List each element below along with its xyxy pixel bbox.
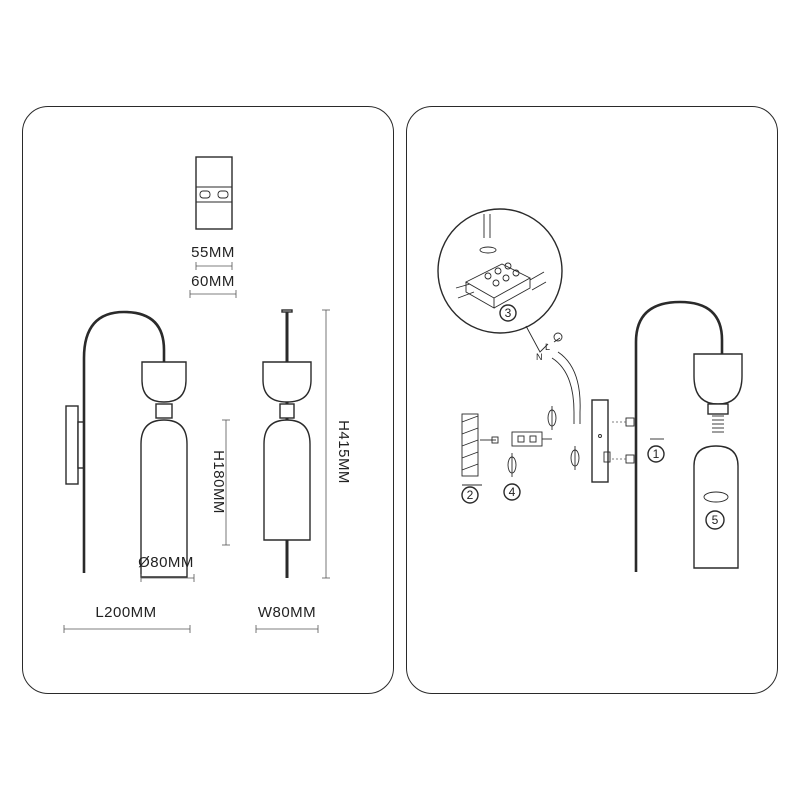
lamp-assembly: [634, 300, 743, 572]
step-3-label: 3: [505, 306, 512, 320]
total-height-label: H415MM: [335, 420, 352, 484]
width-dimension-line: [255, 625, 319, 633]
length-dimension-line: [63, 625, 191, 633]
length-label: L200MM: [95, 604, 156, 621]
step-2-label: 2: [467, 488, 474, 502]
screwdriver-rotate-icon: [570, 446, 580, 470]
supply-wires: L N: [536, 332, 581, 424]
step-2-marker: 2: [461, 484, 482, 504]
backplate-width-label: 55MM: [191, 244, 235, 261]
screwdriver-rotate-icon: [547, 406, 557, 430]
step-1-label: 1: [653, 447, 660, 461]
shade-diameter-dimension-line: [140, 574, 195, 582]
terminal-block-detail-circle: [437, 208, 563, 353]
svg-text:N: N: [536, 352, 543, 362]
step-4-marker: 4: [503, 483, 521, 501]
step-1-marker: 1: [647, 438, 665, 463]
lamp-front-view: [262, 309, 312, 578]
backplate-height-dimension-line: [189, 290, 237, 298]
width-label: W80MM: [258, 604, 316, 621]
shade-height-dimension-line: [222, 419, 230, 546]
backplate-width-dimension-line: [195, 262, 233, 270]
wall-section: [461, 413, 499, 477]
step-3-marker: 3: [499, 304, 517, 322]
lamp-side-view: [65, 310, 188, 578]
mounting-bracket: [511, 431, 552, 447]
step-5-label: 5: [712, 513, 719, 527]
total-height-dimension-line: [322, 309, 330, 579]
svg-text:L: L: [545, 342, 550, 352]
step-4-label: 4: [509, 485, 516, 499]
shade-height-label: H180MM: [210, 450, 227, 514]
screwdriver-rotate-icon: [507, 453, 517, 477]
backplate-height-label: 60MM: [191, 273, 235, 290]
shade-diameter-label: Ø80MM: [138, 554, 194, 571]
backplate-front-view: [195, 156, 233, 230]
backplate-side: [591, 399, 635, 483]
step-5-marker: 5: [705, 510, 725, 530]
